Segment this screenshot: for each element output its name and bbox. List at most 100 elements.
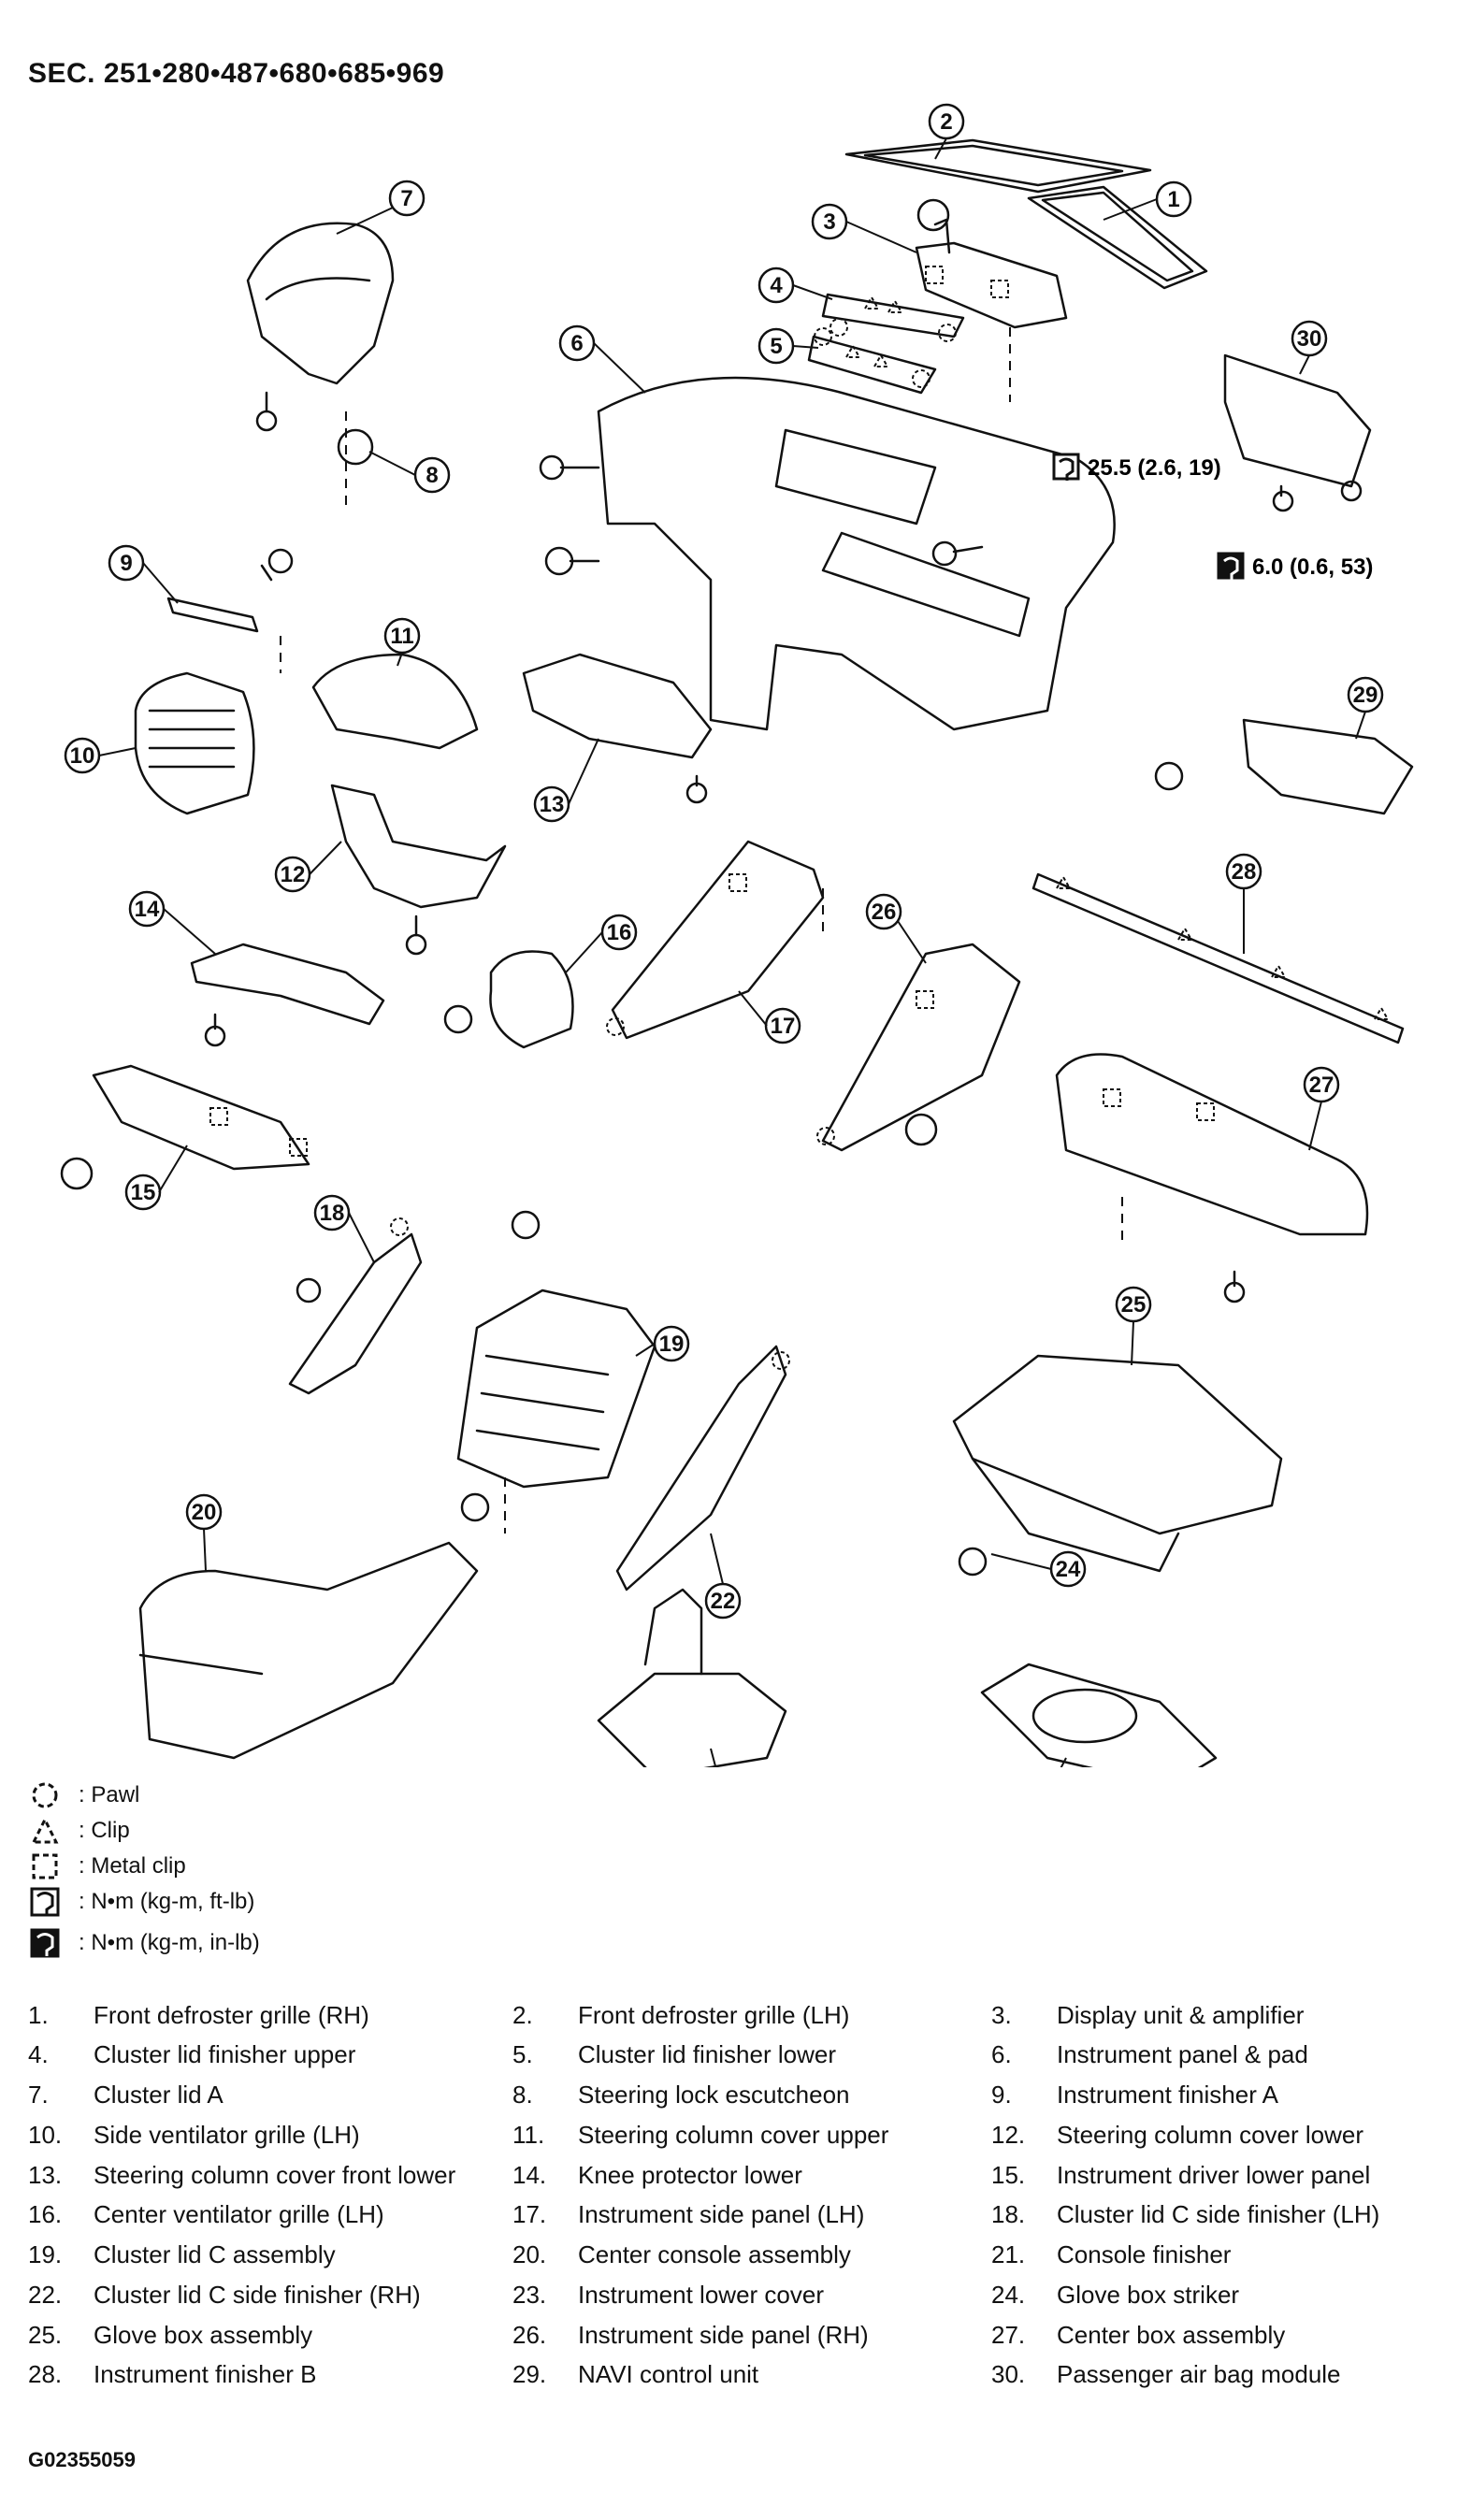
svg-text:13: 13	[540, 792, 565, 817]
callout-14: 14	[128, 890, 166, 928]
part-item: 30.Passenger air bag module	[991, 2360, 1341, 2388]
cluster-lid-c-side-finisher-rh-drawing	[615, 1345, 787, 1591]
pawl-marker	[390, 1217, 409, 1236]
part-item: 10.Side ventilator grille (LH)	[28, 2121, 360, 2149]
front-defroster-grille-lh-drawing	[844, 138, 1152, 194]
callout-27: 27	[1303, 1066, 1340, 1103]
center-ventilator-grille-lh-drawing	[443, 950, 574, 1049]
glove-box-assembly-drawing	[952, 1354, 1283, 1577]
part-item: 7.Cluster lid A	[28, 2081, 224, 2109]
svg-text:12: 12	[281, 862, 306, 887]
svg-text:24: 24	[1056, 1557, 1081, 1582]
pawl-marker	[816, 1127, 835, 1145]
pawl-marker	[829, 318, 848, 337]
part-item: 17.Instrument side panel (LH)	[512, 2200, 865, 2228]
svg-text:16: 16	[607, 920, 632, 945]
svg-text:3: 3	[823, 209, 835, 235]
callout-3: 3	[811, 203, 848, 240]
part-item: 11.Steering column cover upper	[512, 2121, 889, 2149]
callout-19: 19	[653, 1325, 690, 1362]
callout-17: 17	[764, 1007, 801, 1044]
instrument-side-panel-lh-drawing	[611, 840, 825, 1040]
svg-text:29: 29	[1353, 683, 1378, 708]
callout-29: 29	[1347, 676, 1384, 713]
callout-30: 30	[1291, 320, 1328, 357]
svg-text:26: 26	[872, 900, 897, 925]
part-item: 27.Center box assembly	[991, 2321, 1286, 2349]
metal-clip-marker	[289, 1138, 308, 1157]
svg-text:1: 1	[1167, 187, 1179, 212]
part-item: 21.Console finisher	[991, 2240, 1232, 2268]
svg-text:22: 22	[711, 1589, 736, 1614]
callout-15: 15	[124, 1174, 162, 1211]
svg-text:11: 11	[390, 624, 413, 649]
part-item: 29.NAVI control unit	[512, 2360, 759, 2388]
part-item: 12.Steering column cover lower	[991, 2121, 1364, 2149]
instrument-panel-drawing	[539, 376, 1116, 731]
metal-clip-icon	[32, 1853, 58, 1879]
center-console-assembly-drawing	[138, 1492, 490, 1760]
metal-clip-marker	[728, 873, 747, 892]
callout-7: 7	[388, 180, 426, 217]
pawl-marker	[912, 369, 930, 388]
svg-text:17: 17	[771, 1014, 796, 1039]
steering-column-cover-front-lower-drawing	[522, 653, 713, 804]
svg-text:19: 19	[659, 1332, 685, 1357]
part-item: 9.Instrument finisher A	[991, 2081, 1278, 2109]
steering-column-cover-upper-drawing	[311, 653, 479, 750]
instrument-side-panel-rh-drawing	[821, 943, 1021, 1152]
svg-text:25: 25	[1121, 1292, 1147, 1318]
pawl-marker	[606, 1017, 625, 1036]
callout-1: 1	[1155, 180, 1192, 218]
cluster-lid-c-assembly-drawing	[456, 1210, 656, 1489]
side-ventilator-grille-lh-drawing	[134, 671, 255, 815]
metal-clip-marker	[990, 280, 1009, 298]
svg-text:9: 9	[120, 551, 132, 576]
svg-text:14: 14	[135, 897, 160, 922]
svg-text:15: 15	[131, 1180, 156, 1205]
legend-torque-ftlb: : N•m (kg-m, ft-lb)	[28, 1883, 254, 1921]
part-item: 14.Knee protector lower	[512, 2161, 802, 2189]
part-item: 20.Center console assembly	[512, 2240, 851, 2268]
torque-value-1: 25.5 (2.6, 19)	[1088, 455, 1221, 481]
instrument-driver-lower-panel-drawing	[60, 1064, 310, 1190]
callout-26: 26	[865, 893, 902, 930]
torque-wrench-filled-icon	[30, 1928, 60, 1958]
svg-text:2: 2	[940, 109, 952, 135]
legend-torque-inlb: : N•m (kg-m, in-lb)	[28, 1924, 260, 1962]
instrument-lower-cover-drawing	[980, 1663, 1218, 1767]
metal-clip-marker	[1196, 1102, 1215, 1121]
front-defroster-grille-rh-drawing	[1027, 185, 1208, 290]
callout-8: 8	[413, 456, 451, 494]
metal-clip-marker	[916, 990, 934, 1009]
exploded-parts-diagram: 1 2 3 4 5 6 7 8 9 10 11 12 13 14 15 16 1…	[60, 103, 1414, 1767]
center-box-assembly-drawing	[1055, 1053, 1369, 1303]
section-title: SEC. 251•280•487•680•685•969	[28, 58, 445, 89]
parts-list: 1.Front defroster grille (RH) 2.Front de…	[28, 2001, 1431, 2431]
svg-text:6: 6	[570, 331, 583, 356]
svg-text:4: 4	[770, 273, 783, 298]
clip-marker	[1373, 1006, 1390, 1020]
pawl-marker	[772, 1351, 790, 1370]
callout-24: 24	[1049, 1550, 1087, 1588]
part-item: 5.Cluster lid finisher lower	[512, 2040, 836, 2068]
passenger-airbag-drawing	[1223, 353, 1372, 512]
pawl-icon	[32, 1782, 58, 1808]
steering-lock-escutcheon-drawing	[337, 428, 374, 466]
part-item: 18.Cluster lid C side finisher (LH)	[991, 2200, 1380, 2228]
knee-protector-lower-drawing	[190, 943, 385, 1047]
metal-clip-marker	[1103, 1088, 1121, 1107]
part-item: 3.Display unit & amplifier	[991, 2001, 1305, 2029]
svg-text:18: 18	[320, 1201, 345, 1226]
callout-12: 12	[274, 856, 311, 893]
torque-wrench-icon	[30, 1887, 60, 1917]
metal-clip-marker	[209, 1107, 228, 1126]
svg-text:7: 7	[400, 186, 412, 211]
svg-text:8: 8	[426, 463, 438, 488]
callout-2: 2	[928, 103, 965, 140]
figure-id: G02355059	[28, 2448, 136, 2471]
callout-6: 6	[558, 324, 596, 362]
torque-spec-airbag-bracket: 25.5 (2.6, 19)	[1052, 453, 1221, 481]
part-item: 24.Glove box striker	[991, 2281, 1240, 2309]
